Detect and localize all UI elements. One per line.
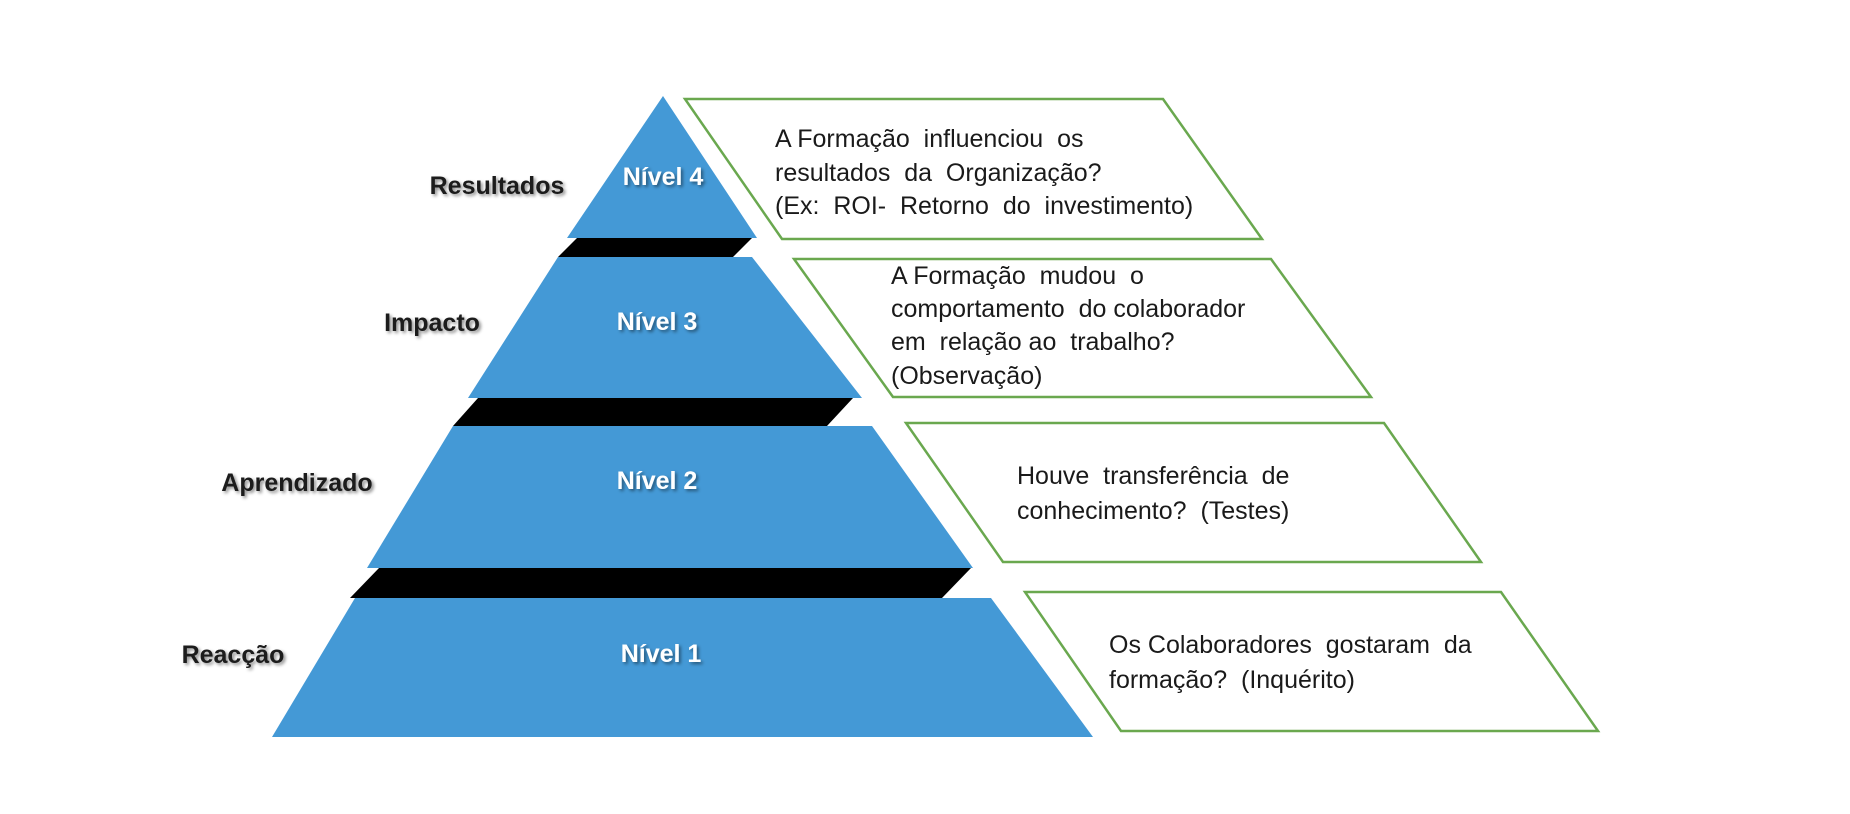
level-1-label: Nível 1 [621, 640, 702, 668]
level-2-label: Nível 2 [617, 467, 698, 495]
description-level-4-line-2: resultados da Organização? [775, 159, 1102, 187]
description-box-level-2 [903, 421, 1484, 564]
description-level-4-line-1: A Formação influenciou os [775, 125, 1084, 153]
separator-band-4-3 [558, 238, 752, 257]
separator-band-2-1 [350, 568, 971, 598]
description-level-1-line-1: Os Colaboradores gostaram da [1109, 631, 1472, 659]
description-level-2-line-1: Houve transferência de [1017, 462, 1289, 490]
category-resultados: Resultados [430, 172, 565, 200]
description-level-3-line-3: em relação ao trabalho? [891, 328, 1175, 356]
description-level-3-line-2: comportamento do colaborador [891, 295, 1245, 323]
level-3-label: Nível 3 [617, 308, 698, 336]
description-box-level-1 [1022, 590, 1601, 733]
description-level-3-line-1: A Formação mudou o [891, 262, 1144, 290]
pyramid-tier-level-2 [367, 426, 973, 568]
description-level-3-line-4: (Observação) [891, 362, 1042, 390]
category-reaccao: Reacção [182, 641, 285, 669]
description-box-level-3 [791, 257, 1374, 399]
description-level-4-line-3: (Ex: ROI- Retorno do investimento) [775, 192, 1193, 220]
description-level-2-line-2: conhecimento? (Testes) [1017, 497, 1289, 525]
pyramid-tier-level-3 [468, 257, 862, 398]
pyramid-tier-level-1 [272, 598, 1093, 737]
description-level-1-line-2: formação? (Inquérito) [1109, 666, 1355, 694]
level-4-label: Nível 4 [623, 163, 704, 191]
description-box-level-4 [682, 97, 1265, 241]
category-impacto: Impacto [384, 309, 480, 337]
category-aprendizado: Aprendizado [221, 469, 372, 497]
pyramid-tier-level-4 [567, 96, 757, 238]
separator-band-3-2 [453, 398, 853, 426]
